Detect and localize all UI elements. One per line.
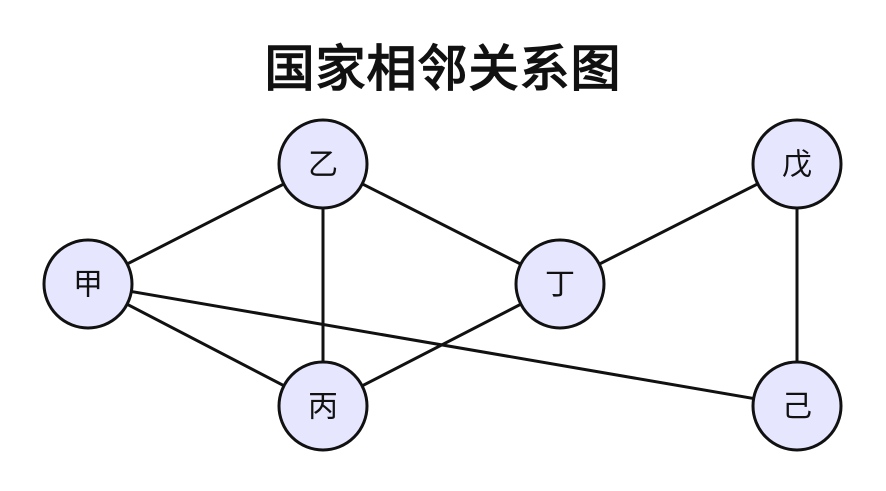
node-label-yi: 乙: [308, 148, 338, 183]
node-circle-ding: [514, 238, 606, 330]
node-circle-bing: [277, 360, 369, 452]
node-circle-jia: [42, 238, 134, 330]
nodes-layer: 甲 乙丙 丁 戊己: [42, 118, 843, 452]
node-yi: 乙: [277, 118, 369, 210]
node-circle-yi: [277, 118, 369, 210]
node-circle-wu: [751, 118, 843, 210]
node-label-ji: 己: [782, 390, 812, 425]
diagram-title: 国家相邻关系图: [264, 39, 622, 98]
node-bing: 丙: [277, 360, 369, 452]
edges-layer: [86, 162, 799, 408]
node-label-bing: 丙: [308, 390, 338, 425]
node-ding: 丁: [514, 238, 606, 330]
node-label-wu: 戊: [782, 148, 812, 183]
node-wu: 戊: [751, 118, 843, 210]
node-label-ding: 丁: [545, 268, 575, 303]
node-jia: 甲: [42, 238, 134, 330]
node-circle-ji: [751, 360, 843, 452]
node-label-jia: 甲: [73, 268, 103, 303]
node-ji: 己: [751, 360, 843, 452]
